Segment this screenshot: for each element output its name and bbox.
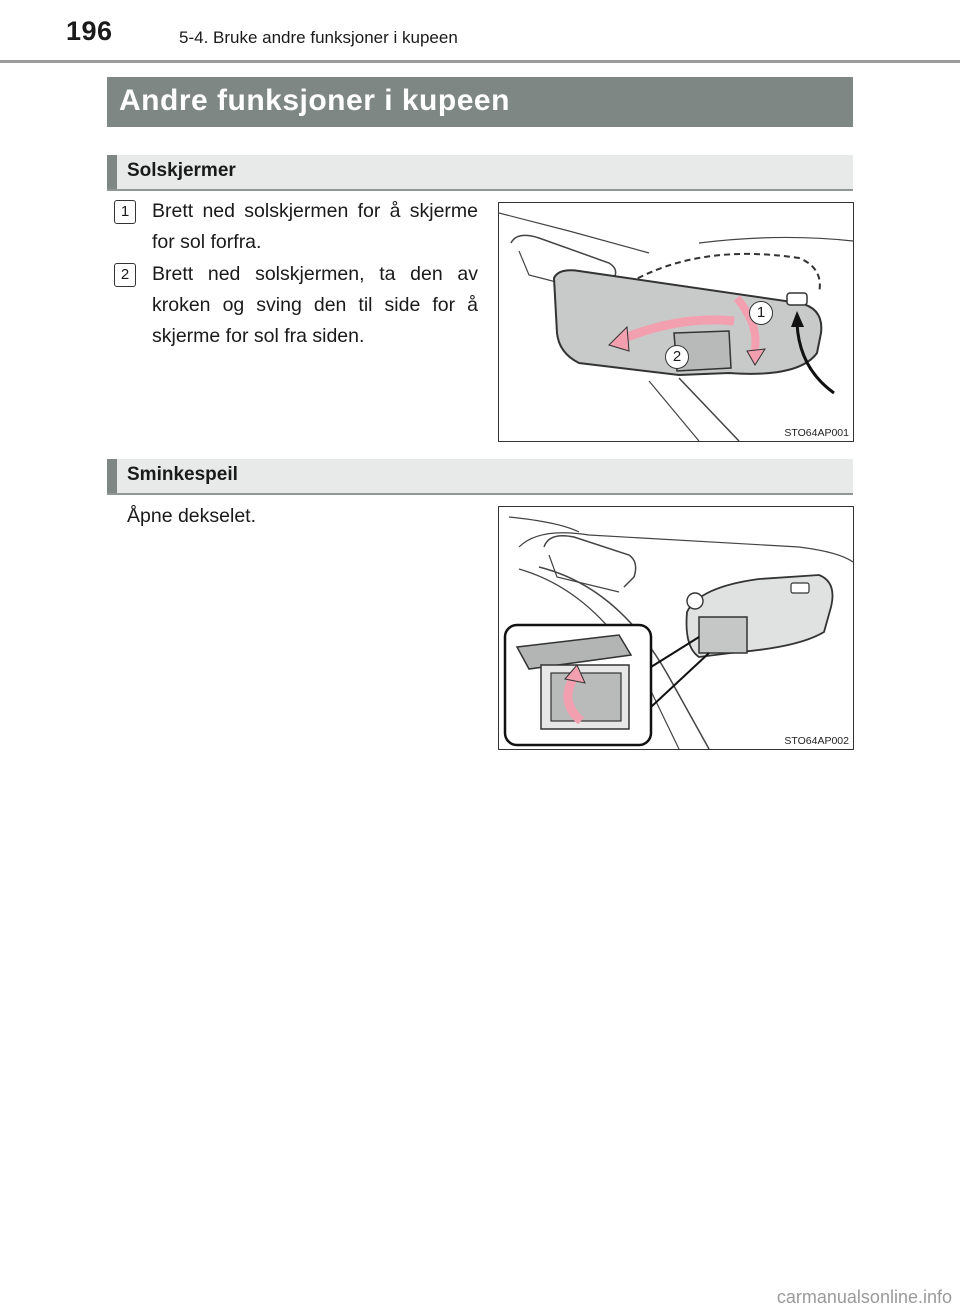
section-accent xyxy=(107,155,117,189)
step-1: 1 Brett ned solskjermen for å skjerme fo… xyxy=(114,196,478,258)
figure-code-2: STO64AP002 xyxy=(784,735,849,747)
section-heading-label: Solskjermer xyxy=(127,160,236,181)
instruction-text: Åpne dekselet. xyxy=(127,505,257,527)
figure-sun-visor: 1 2 STO64AP001 xyxy=(498,202,854,442)
section-heading-sminkespeil: Sminkespeil xyxy=(107,459,853,495)
main-title-bar: Andre funksjoner i kupeen xyxy=(107,77,853,127)
section-heading-solskjermer: Solskjermer xyxy=(107,155,853,191)
section-heading-label: Sminkespeil xyxy=(127,464,238,485)
header-rule xyxy=(0,60,960,63)
figure-callout-2: 2 xyxy=(665,345,689,369)
page-number: 196 xyxy=(66,16,113,46)
step-text-1: Brett ned solskjermen for å skjerme for … xyxy=(152,200,478,253)
section-accent xyxy=(107,459,117,493)
sun-visor-illustration xyxy=(499,212,853,441)
step-number-1: 1 xyxy=(114,200,136,224)
step-2: 2 Brett ned solskjermen, ta den av kroke… xyxy=(114,259,478,352)
figure-vanity-mirror: STO64AP002 xyxy=(498,506,854,750)
step-text-2: Brett ned solskjermen, ta den av kroken … xyxy=(152,263,478,347)
running-header: 5-4. Bruke andre funksjoner i kupeen xyxy=(179,28,458,47)
step-number-2: 2 xyxy=(114,263,136,287)
vanity-mirror-illustration xyxy=(503,516,853,749)
page-title: Andre funksjoner i kupeen xyxy=(119,84,510,117)
figure-callout-1: 1 xyxy=(749,301,773,325)
footer-watermark: carmanualsonline.info xyxy=(776,1287,952,1307)
figure-code-1: STO64AP001 xyxy=(784,427,849,439)
